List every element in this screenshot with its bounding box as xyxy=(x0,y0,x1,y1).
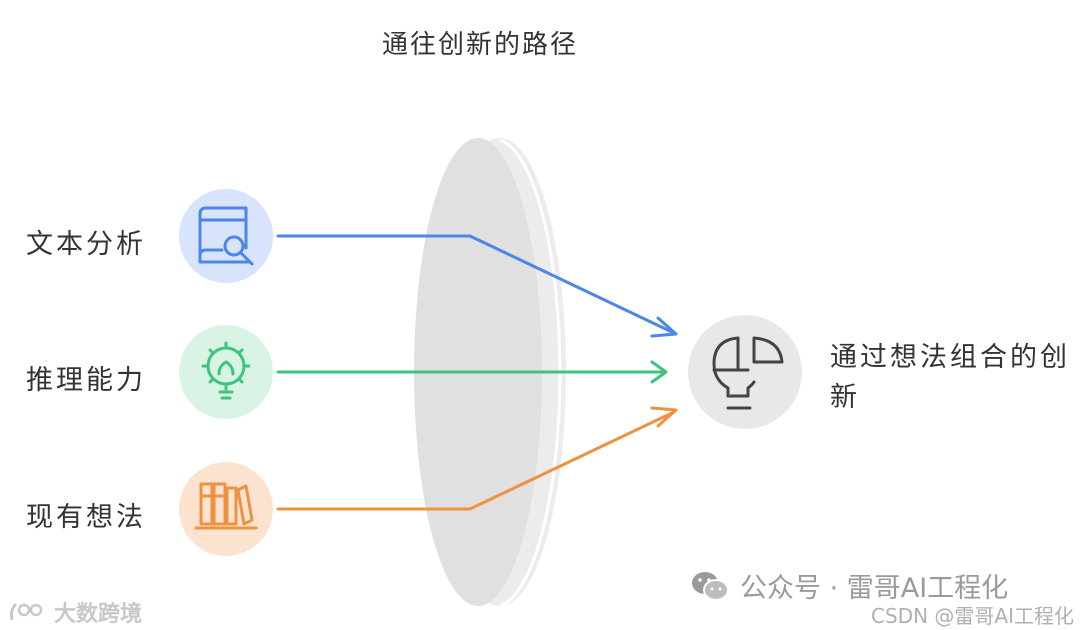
watermark-left-text: 大数跨境 xyxy=(54,602,143,627)
bookshelf-icon xyxy=(194,482,258,530)
arrowhead-reasoning xyxy=(650,360,668,384)
wechat-icon xyxy=(692,571,729,601)
arrow-existing-ideas xyxy=(276,410,676,511)
diagram-title: 通往创新的路径 xyxy=(381,30,578,60)
output-circle xyxy=(688,315,802,429)
input-label-existing-ideas: 现有想法 xyxy=(26,502,146,533)
output-label: 通过想法组合的创新 xyxy=(830,342,1070,413)
input-label-text-analysis: 文本分析 xyxy=(26,229,146,260)
input-circle-text-analysis xyxy=(179,189,273,283)
input-label-reasoning: 推理能力 xyxy=(26,365,146,396)
connector-arrows xyxy=(276,234,678,511)
watermark-csdn: CSDN @雷哥AI工程化 xyxy=(871,604,1074,628)
logo-icon xyxy=(10,602,43,621)
arrowhead-text-analysis xyxy=(650,316,678,338)
input-circle-reasoning xyxy=(179,325,273,419)
lightbulb-puzzle-icon xyxy=(712,336,784,410)
watermark-wechat-text: 公众号 · 雷哥AI工程化 xyxy=(740,573,1009,604)
watermark-wechat: 公众号 · 雷哥AI工程化 xyxy=(690,566,1008,605)
lightbulb-gear-icon xyxy=(201,341,251,400)
book-search-icon xyxy=(198,206,254,266)
watermark-left: 大数跨境 xyxy=(8,596,142,628)
arrow-text-analysis xyxy=(276,234,676,335)
arrowhead-existing-ideas xyxy=(650,406,678,428)
